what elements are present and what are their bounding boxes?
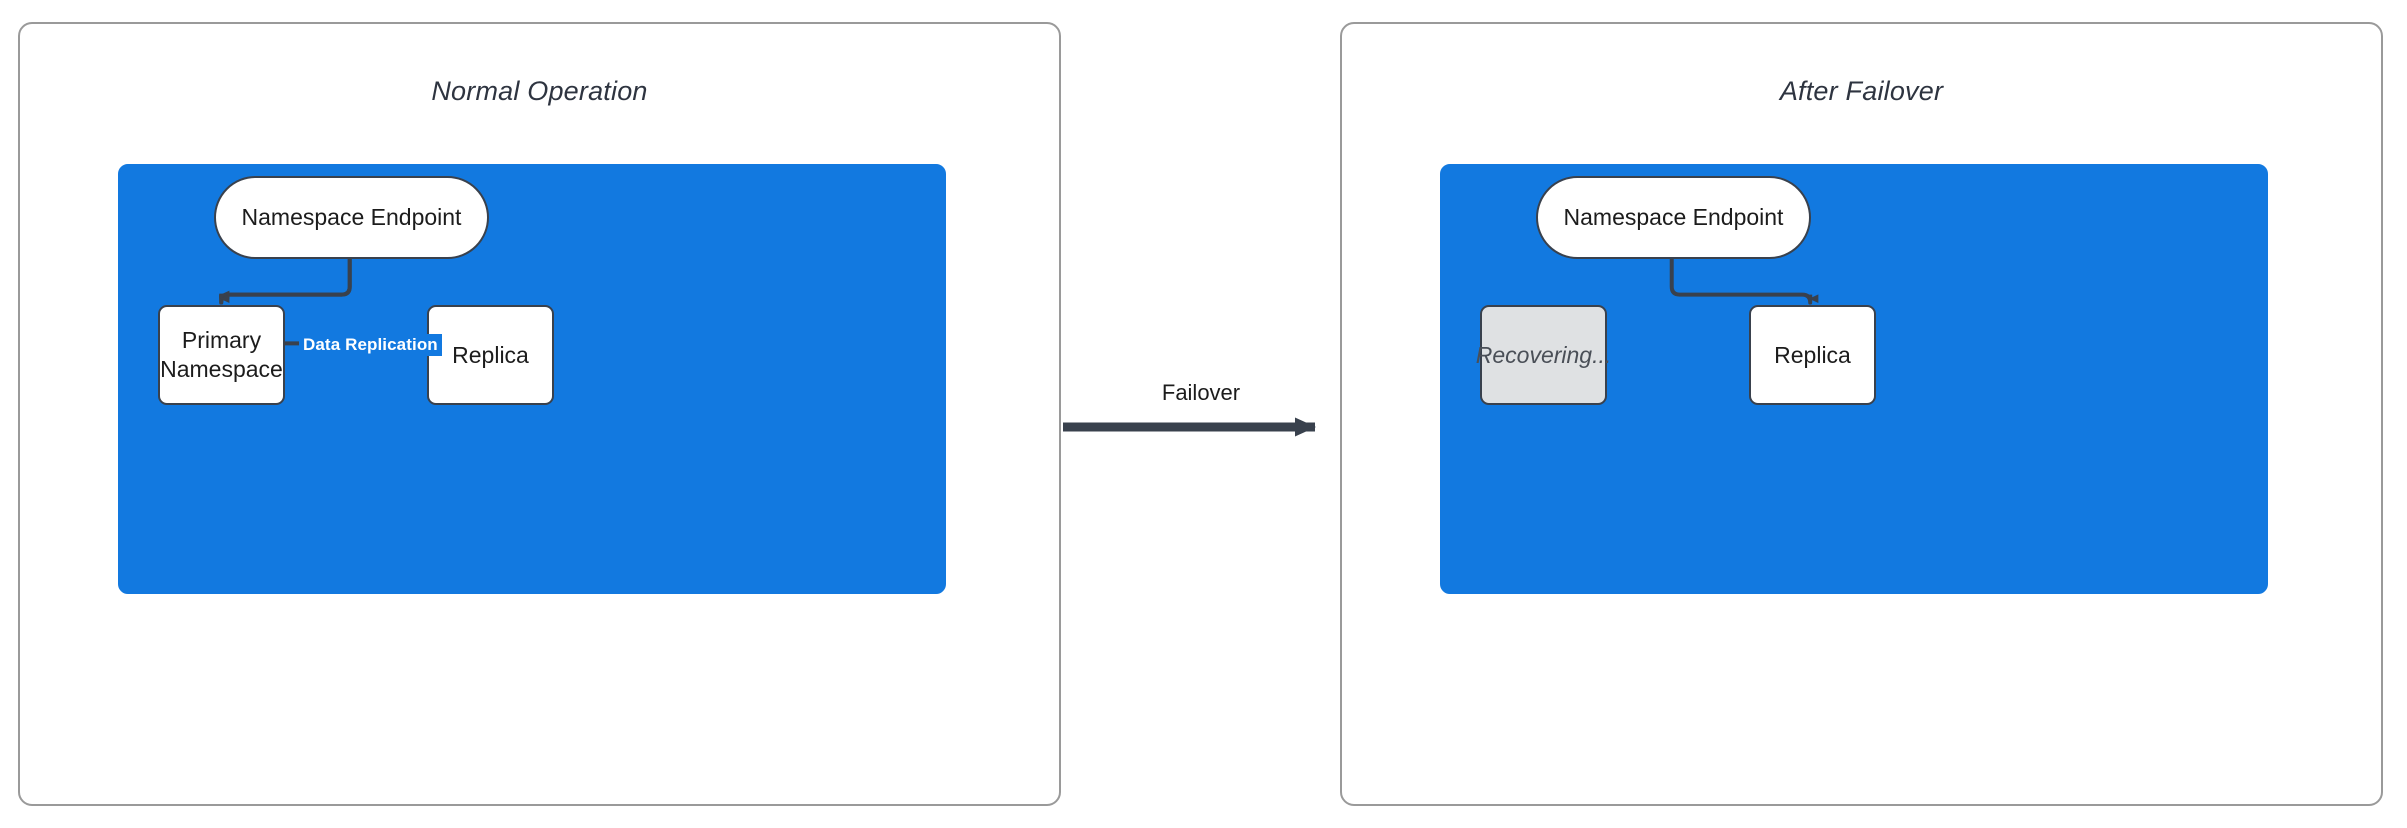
failover-arrow-icon	[1063, 417, 1316, 437]
node-label: Recovering...	[1475, 341, 1612, 368]
node-label: Replica	[1774, 341, 1851, 368]
panel-normal-operation: Normal Operation Data Re	[18, 22, 1061, 806]
node-label: Namespace Endpoint	[241, 204, 462, 231]
node-label-line1: Primary	[181, 327, 262, 354]
panel-after-failover: After Failover Namespace Endpoint Recove…	[1340, 22, 2383, 806]
edge-label-data-replication: Data Replication	[299, 334, 442, 356]
node-label-multiline: Primary Namespace	[160, 326, 283, 384]
panel-title-after-failover: After Failover	[1779, 76, 1944, 106]
node-replica-right[interactable]: Replica	[1749, 305, 1876, 405]
node-label-line2: Namespace	[160, 356, 283, 382]
node-namespace-endpoint-left[interactable]: Namespace Endpoint	[214, 176, 489, 259]
panel-title-normal-operation: Normal Operation	[431, 76, 648, 106]
node-namespace-endpoint-right[interactable]: Namespace Endpoint	[1536, 176, 1811, 259]
node-label: Replica	[452, 341, 529, 368]
node-recovering[interactable]: Recovering...	[1476, 305, 1611, 405]
failover-label: Failover	[1161, 380, 1241, 405]
node-primary-namespace[interactable]: Primary Namespace	[158, 305, 285, 405]
node-replica-left[interactable]: Replica	[427, 305, 554, 405]
node-label: Namespace Endpoint	[1563, 204, 1784, 231]
failover-transition: Failover	[1061, 380, 1341, 500]
